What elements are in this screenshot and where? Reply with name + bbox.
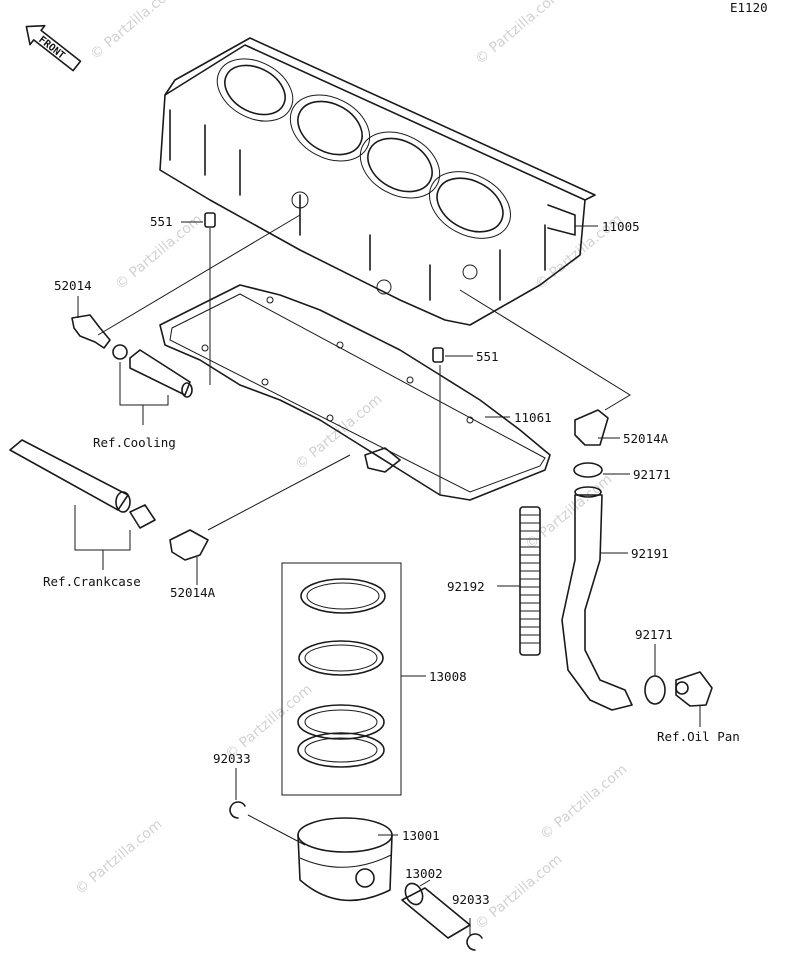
- cooling-hose: [112, 344, 193, 398]
- label-551-upper: 551: [150, 214, 173, 229]
- piston-ring-set: [281, 562, 402, 796]
- label-ref-crankcase: Ref.Crankcase: [43, 574, 141, 589]
- clamp-92171-bottom: [644, 675, 666, 705]
- label-ref-cooling: Ref.Cooling: [93, 435, 176, 450]
- circlip-left: [229, 801, 246, 819]
- cylinder-gasket: [159, 284, 551, 501]
- label-13002: 13002: [405, 866, 443, 881]
- clamp-92171-top: [573, 462, 603, 478]
- label-52014a-right: 52014A: [623, 431, 669, 446]
- svg-text:© Partzilla.com: © Partzilla.com: [87, 0, 180, 63]
- cylinder-block: [159, 37, 596, 326]
- svg-text:© Partzilla.com: © Partzilla.com: [72, 816, 165, 898]
- leader-lines: [74, 214, 701, 936]
- diagram-code: E1120: [730, 0, 768, 15]
- svg-text:© Partzilla.com: © Partzilla.com: [472, 0, 565, 68]
- crankcase-hose: [9, 439, 209, 561]
- dowel-pin-lower: [432, 347, 444, 363]
- label-92191: 92191: [631, 546, 669, 561]
- label-13008: 13008: [429, 669, 467, 684]
- piston: [297, 817, 393, 902]
- circlip-right: [466, 933, 483, 951]
- piston-pin: [401, 882, 471, 939]
- label-ref-oil-pan: Ref.Oil Pan: [657, 729, 740, 744]
- label-11005: 11005: [602, 219, 640, 234]
- label-551-lower: 551: [476, 349, 499, 364]
- front-arrow-icon: FRONT: [25, 24, 82, 72]
- label-52014: 52014: [54, 278, 92, 293]
- svg-text:© Partzilla.com: © Partzilla.com: [537, 761, 630, 843]
- dowel-pin-upper: [204, 212, 216, 228]
- label-52014a-left: 52014A: [170, 585, 216, 600]
- label-92171-bottom: 92171: [635, 627, 673, 642]
- oil-hose: [561, 486, 633, 711]
- part-labels: 11005 551 551 52014 11061 52014A 92171 9…: [43, 214, 740, 907]
- fitting-52014: [71, 314, 111, 349]
- label-92033-left: 92033: [213, 751, 251, 766]
- oil-pan-fitting: [675, 671, 713, 707]
- label-92192: 92192: [447, 579, 485, 594]
- label-13001: 13001: [402, 828, 440, 843]
- fitting-52014a-right: [574, 409, 609, 446]
- stud-bolt: [519, 506, 541, 656]
- label-92033-right: 92033: [452, 892, 490, 907]
- label-11061: 11061: [514, 410, 552, 425]
- label-92171-top: 92171: [633, 467, 671, 482]
